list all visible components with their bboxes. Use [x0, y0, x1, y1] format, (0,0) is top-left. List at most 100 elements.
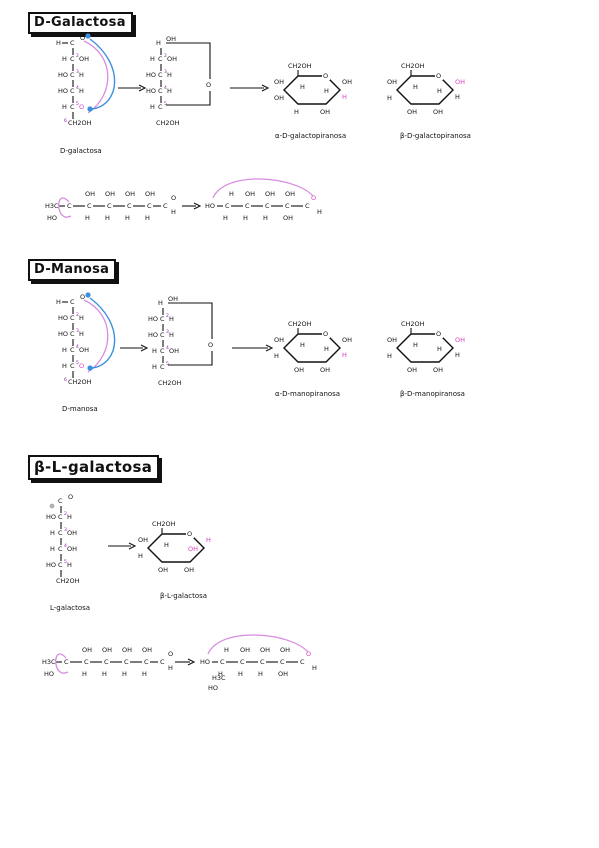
manosa-cyclic-bottom: CH2OH	[158, 379, 182, 387]
manosa-cyclic-left-0: HO	[148, 315, 158, 323]
manosa-open-num-0: 2	[76, 312, 79, 318]
manosa-open-top-c: C	[70, 298, 75, 306]
galactosa-cyclic-bottom: CH2OH	[156, 119, 180, 127]
negative-charge-icon	[87, 365, 93, 371]
beta-manopiranosa-sub-5: H	[437, 345, 442, 353]
galactosa-cyclic-num-1: 3	[164, 69, 167, 75]
galactosa-chain-c-end: C	[163, 202, 168, 210]
lgal-chain-cyclic-h-end: H	[312, 664, 317, 672]
manosa-open-c-3: C	[70, 362, 75, 370]
alpha-manopiranosa-sub-1: H	[274, 352, 279, 360]
manosa-cyclic-num-3: 5	[166, 361, 169, 367]
manosa-cyclic-num-0: 2	[166, 313, 169, 319]
galactosa-chain-up-3: OH	[145, 190, 155, 198]
beta-l-galactopiranosa-sub-2: OH	[158, 566, 168, 574]
galactosa-open-attack-arc	[83, 40, 109, 114]
galactosa-chain-cyclic-arc	[212, 178, 314, 199]
arrow-head	[128, 542, 137, 550]
manosa-open-left-2: H	[62, 346, 67, 354]
galactosa-chain-cyclic-c-0: C	[225, 202, 230, 210]
arrow-head	[140, 344, 149, 352]
lgal-num-0: 2	[64, 511, 67, 517]
beta-l-galactopiranosa-sub-3: H	[164, 541, 169, 549]
beta-galactopiranosa-ring	[396, 75, 454, 105]
lgal-c-1: C	[58, 529, 63, 537]
lgal-chain-c-4: C	[144, 658, 149, 666]
galactosa-cyclic-c-1: C	[158, 71, 163, 79]
galactosa-open-c-0: C	[70, 55, 75, 63]
lgal-chain-down-1: H	[102, 670, 107, 678]
lgal-top-o: O	[68, 493, 73, 501]
lgal-left-1: H	[50, 529, 55, 537]
arrow-head	[187, 658, 196, 666]
alpha-galactopiranosa-ch2oh: CH2OH	[288, 62, 312, 70]
alpha-manopiranosa-sub-7: H	[342, 351, 347, 359]
beta-galactopiranosa-sub-1: H	[387, 94, 392, 102]
galactosa-chain-down-3: H	[145, 214, 150, 222]
lgal-cyclic-ho: HO	[208, 684, 218, 692]
lgal-right-1: OH	[67, 529, 77, 537]
galactosa-chain-cyclic-c-1: C	[245, 202, 250, 210]
galactosa-cyclic-oh: OH	[166, 35, 176, 43]
galactosa-cyclic-c-3: C	[158, 103, 163, 111]
galactosa-chain-c-0: C	[67, 202, 72, 210]
lgal-chain-c-3: C	[124, 658, 129, 666]
galactosa-chain-cyclic-down-0: H	[223, 214, 228, 222]
lgal-chain-c-end: C	[160, 658, 165, 666]
galactosa-open-num-2: 4	[76, 85, 79, 91]
galactosa-chain-cyclic-up-1: OH	[245, 190, 255, 198]
galactosa-chain-cyclic-down-1: H	[243, 214, 248, 222]
caption-alpha-galactopiranosa: α-D-galactopiranosa	[275, 132, 347, 140]
lgal-chain-cyclic-down-2: H	[258, 670, 263, 678]
beta-galactopiranosa-sub-5: H	[437, 87, 442, 95]
lgal-left-0: HO	[46, 513, 56, 521]
galactosa-chain-cyclic-c-4: C	[305, 202, 310, 210]
galactosa-open-c-2: C	[70, 87, 75, 95]
galactosa-chain-down-2: H	[125, 214, 130, 222]
lgal-chain-cyclic-down-1: H	[238, 670, 243, 678]
galactosa-cyclic-ring-o: O	[206, 81, 211, 89]
negative-charge-icon	[85, 292, 91, 298]
manosa-open-c-2: C	[70, 346, 75, 354]
alpha-manopiranosa-sub-0: OH	[274, 336, 284, 344]
lgal-chain-down-3: H	[142, 670, 147, 678]
caption-l-galactosa: L-galactosa	[50, 604, 91, 612]
galactosa-cyclic-num-0: 2	[164, 53, 167, 59]
lgal-top-c: C	[58, 497, 63, 505]
lgal-chain-arc	[55, 653, 69, 674]
alpha-galactopiranosa-ring	[283, 75, 341, 105]
manosa-open-left-3: H	[62, 362, 67, 370]
lgal-grey-dot	[49, 503, 55, 509]
beta-l-galactopiranosa-ring-gap	[186, 530, 194, 538]
lgal-c-3: C	[58, 561, 63, 569]
galactosa-open-left-0: H	[62, 55, 67, 63]
lgal-left-2: H	[50, 545, 55, 553]
galactosa-cyclic-left-3: H	[150, 103, 155, 111]
galactosa-open-right-3: O	[79, 103, 84, 111]
manosa-cyclic-num-1: 3	[166, 329, 169, 335]
manosa-cyclic-left-3: H	[152, 363, 157, 371]
lgal-chain-down-2: H	[122, 670, 127, 678]
beta-galactopiranosa-sub-4: OH	[433, 108, 443, 116]
manosa-open-num-2: 4	[76, 344, 79, 350]
alpha-manopiranosa-ring	[283, 333, 341, 363]
galactosa-chain-up-2: OH	[125, 190, 135, 198]
lgal-cyclic-h3c: H3C	[212, 674, 226, 682]
lgal-chain-ho: HO	[44, 670, 54, 678]
beta-manopiranosa-sub-2: OH	[407, 366, 417, 374]
galactosa-open-top-h: H	[56, 39, 61, 47]
lgal-chain-cyclic-down-0: H	[218, 670, 223, 678]
galactosa-cyclic-c-2: C	[158, 87, 163, 95]
beta-l-galactopiranosa-sub-6: H	[206, 536, 211, 544]
galactosa-chain-cyclic-down-3: OH	[283, 214, 293, 222]
galactosa-cyclic-bracket-bottom	[166, 91, 211, 106]
caption-beta-manopiranosa: β-D-manopiranosa	[400, 390, 465, 398]
beta-l-galactopiranosa-sub-0: OH	[138, 536, 148, 544]
galactosa-chain-up-0: OH	[85, 190, 95, 198]
manosa-cyclic-h: H	[158, 299, 163, 307]
alpha-galactopiranosa-sub-5: H	[324, 87, 329, 95]
galactosa-chain-c-4: C	[147, 202, 152, 210]
alpha-manopiranosa-sub-3: H	[300, 341, 305, 349]
manosa-open-num-3: 5	[76, 360, 79, 366]
galactosa-cyclic-num-2: 4	[164, 85, 167, 91]
